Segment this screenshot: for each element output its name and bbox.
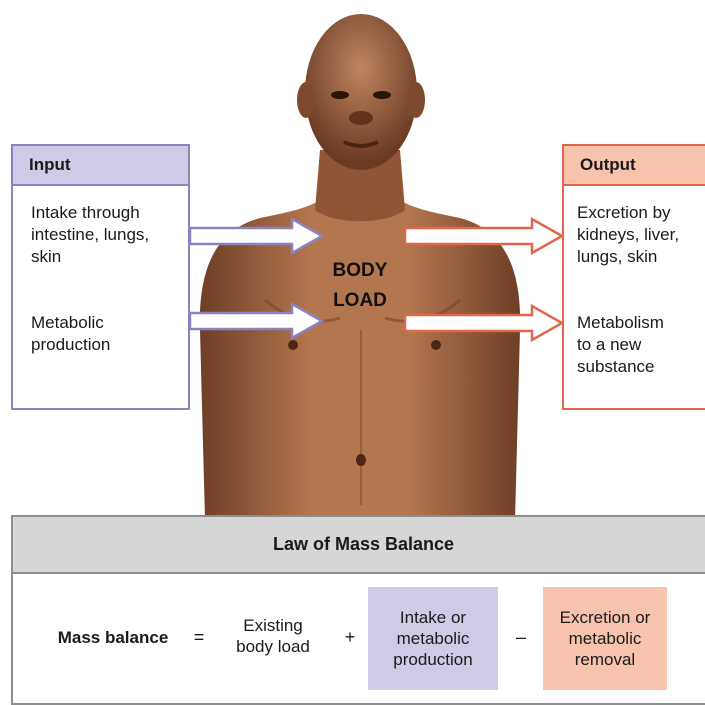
input-panel-title: Input xyxy=(13,146,188,186)
output-item-excretion: Excretion by kidneys, liver, lungs, skin xyxy=(577,202,679,268)
right-ear-shape xyxy=(407,82,425,118)
right-eye-shape xyxy=(373,91,391,99)
term-excretion-box: Excretion or metabolic removal xyxy=(543,587,667,690)
term-excretion-text: Excretion or metabolic removal xyxy=(560,607,651,670)
left-ear-shape xyxy=(297,82,315,118)
navel-shape xyxy=(356,454,366,466)
output-panel-title: Output xyxy=(564,146,705,186)
term-intake-box: Intake or metabolic production xyxy=(368,587,498,690)
body-load-label: BODY LOAD xyxy=(310,256,410,316)
input-item-intake: Intake through intestine, lungs, skin xyxy=(31,202,149,268)
right-nipple-shape xyxy=(431,340,441,350)
law-of-mass-balance-box: Law of Mass Balance Mass balance = Exist… xyxy=(11,515,705,705)
term-intake-text: Intake or metabolic production xyxy=(393,607,472,670)
input-panel: Input Intake through intestine, lungs, s… xyxy=(11,144,190,410)
equation-lhs: Mass balance xyxy=(43,627,183,648)
left-eye-shape xyxy=(331,91,349,99)
term-existing-body-load: Existing body load xyxy=(218,615,328,657)
input-item-metabolic: Metabolic production xyxy=(31,312,110,356)
output-item-metabolism: Metabolism to a new substance xyxy=(577,312,664,378)
minus-sign: – xyxy=(511,627,531,648)
output-panel: Output Excretion by kidneys, liver, lung… xyxy=(562,144,705,410)
law-title: Law of Mass Balance xyxy=(13,517,705,574)
left-nipple-shape xyxy=(288,340,298,350)
plus-sign: + xyxy=(340,627,360,648)
nose-shape xyxy=(349,111,373,125)
equals-sign: = xyxy=(189,627,209,648)
